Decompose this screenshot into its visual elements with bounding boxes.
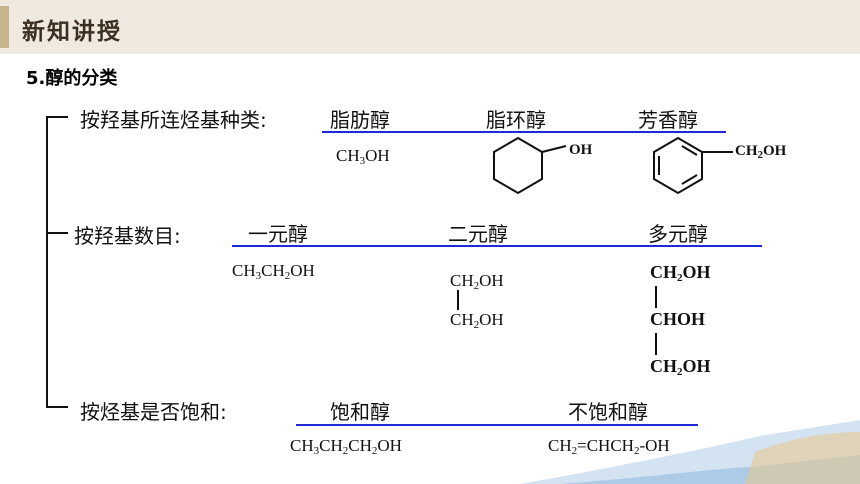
type-label-dihydric-alcohol: 二元醇	[448, 222, 508, 246]
type-label-aromatic-alcohol: 芳香醇	[638, 108, 698, 132]
bond-glycerol-2	[655, 333, 657, 355]
formula-glycerol-middle: CHOH	[650, 309, 706, 329]
bracket-tick-1	[46, 116, 68, 118]
formula-cyclohexanol-oh: OH	[569, 142, 593, 158]
type-label-saturated-alcohol: 饱和醇	[330, 400, 390, 424]
divider-line-row-1	[322, 131, 726, 133]
header-bar	[0, 0, 860, 54]
category-label-saturation: 按烃基是否饱和:	[80, 400, 227, 424]
formula-propanol: CH3CH2CH2OH	[290, 436, 402, 457]
header-accent-bar	[0, 6, 9, 48]
type-label-polyhydric-alcohol: 多元醇	[648, 222, 708, 246]
formula-methanol: CH3OH	[336, 146, 390, 167]
type-label-unsaturated-alcohol: 不饱和醇	[568, 400, 648, 424]
formula-ethylene-glycol-top: CH2OH	[450, 271, 504, 292]
type-label-monohydric-alcohol: 一元醇	[248, 222, 308, 246]
section-title: 5.醇的分类	[26, 68, 118, 89]
bracket-vertical-line	[46, 116, 48, 408]
divider-line-row-2	[232, 245, 762, 247]
formula-glycerol-bottom: CH2OH	[650, 356, 711, 378]
bond-ethylene-glycol	[457, 290, 459, 310]
type-label-aliphatic-alcohol: 脂肪醇	[330, 108, 390, 132]
bracket-tick-2	[46, 232, 68, 234]
formula-ethylene-glycol-bottom: CH2OH	[450, 310, 504, 331]
type-label-alicyclic-alcohol: 脂环醇	[486, 108, 546, 132]
formula-glycerol-top: CH2OH	[650, 262, 711, 284]
formula-benzyl-ch2oh: CH2OH	[735, 143, 787, 161]
header-title: 新知讲授	[22, 18, 122, 45]
category-label-hydrocarbon-type: 按羟基所连烃基种类:	[80, 108, 267, 132]
bracket-tick-3	[46, 406, 68, 408]
formula-ethanol: CH3CH2OH	[232, 261, 315, 282]
category-label-hydroxyl-count: 按羟基数目:	[74, 224, 181, 248]
formula-allyl-alcohol: CH2=CHCH2-OH	[548, 436, 670, 457]
bond-glycerol-1	[655, 286, 657, 308]
divider-line-row-3	[296, 424, 698, 426]
